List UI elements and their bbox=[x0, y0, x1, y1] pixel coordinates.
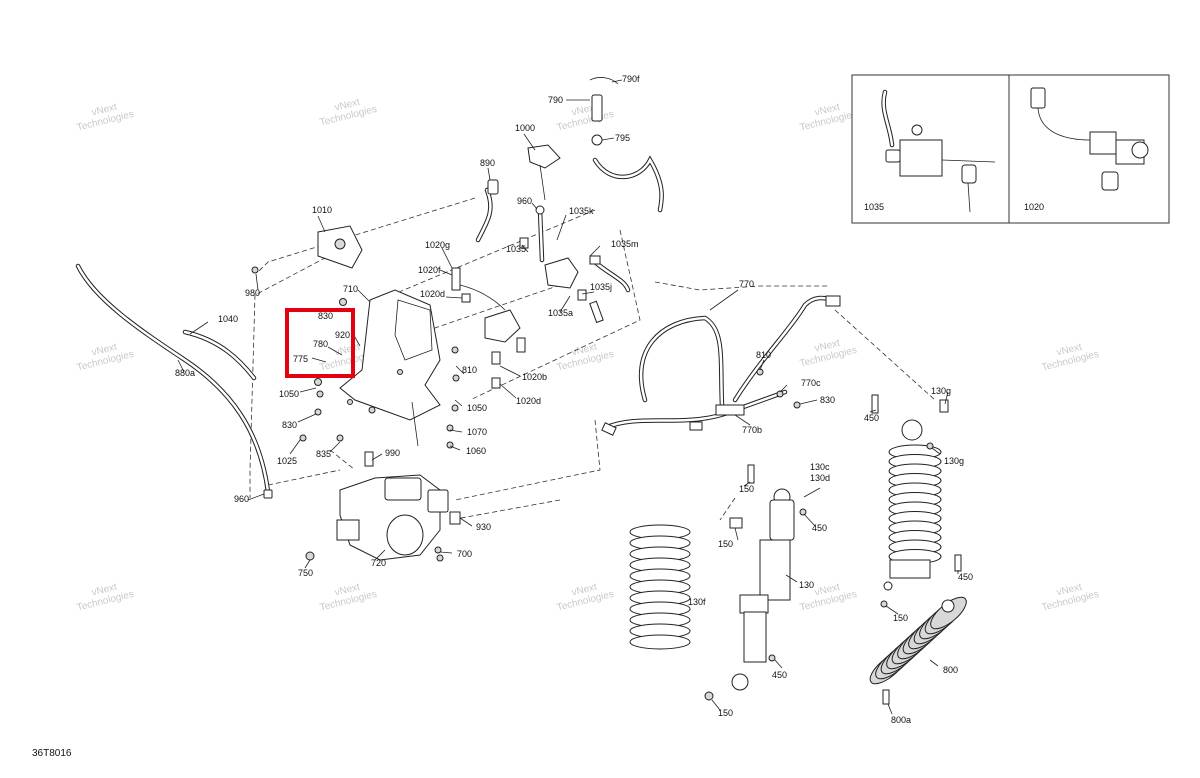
callout-label: 150 bbox=[718, 708, 733, 718]
callout-label: 1050 bbox=[467, 403, 487, 413]
callout-label: 1020f bbox=[418, 265, 441, 275]
valve-block-1035 bbox=[544, 257, 579, 289]
callout-label: 800a bbox=[891, 715, 911, 725]
callout-label: 1020b bbox=[522, 372, 547, 382]
callout-label: 130d bbox=[810, 473, 830, 483]
callout-label: 790 bbox=[548, 95, 563, 105]
callout-label: 1020d bbox=[420, 289, 445, 299]
callout-label: 450 bbox=[812, 523, 827, 533]
callout-label: 880a bbox=[175, 368, 195, 378]
callout-label: 1000 bbox=[515, 123, 535, 133]
coil-spring bbox=[888, 444, 942, 564]
callout-label: 1035 bbox=[506, 244, 526, 254]
solenoid-1020 bbox=[484, 309, 521, 343]
callout-label: 1035j bbox=[590, 282, 612, 292]
callout-label: 1035m bbox=[611, 239, 639, 249]
callout-label: 960 bbox=[517, 196, 532, 206]
callout-label: 1020d bbox=[516, 396, 541, 406]
callout-label: 1035 bbox=[864, 202, 884, 212]
callout-label: 450 bbox=[958, 572, 973, 582]
callout-label: 1040 bbox=[218, 314, 238, 324]
valve-block bbox=[899, 139, 943, 177]
callout-label: 930 bbox=[476, 522, 491, 532]
callout-label: 130f bbox=[688, 597, 706, 607]
connector-1020f bbox=[451, 267, 461, 291]
callout-label: 1035a bbox=[548, 308, 573, 318]
callout-label: 1035k bbox=[569, 206, 594, 216]
callout-label: 990 bbox=[385, 448, 400, 458]
callout-label: 1060 bbox=[466, 446, 486, 456]
callout-label: 960 bbox=[234, 494, 249, 504]
protector-800 bbox=[869, 596, 967, 685]
callout-label: 770c bbox=[801, 378, 821, 388]
inset-panels bbox=[851, 74, 1170, 224]
callout-label: 130g bbox=[944, 456, 964, 466]
sensor-790 bbox=[591, 94, 603, 122]
callout-label: 710 bbox=[343, 284, 358, 294]
highlight-box bbox=[285, 308, 355, 378]
callout-label: 700 bbox=[457, 549, 472, 559]
spring-130f bbox=[629, 524, 691, 650]
height-sensor-1000 bbox=[527, 144, 561, 169]
callout-label: 920 bbox=[335, 330, 350, 340]
callout-label: 835 bbox=[316, 449, 331, 459]
callout-label: 830 bbox=[318, 311, 333, 321]
callout-label: 150 bbox=[718, 539, 733, 549]
tee-fitting-770b bbox=[715, 404, 745, 416]
drawing-code: 36T8016 bbox=[32, 748, 72, 759]
callout-label: 450 bbox=[864, 413, 879, 423]
protector-ring bbox=[930, 596, 967, 630]
leader-lines bbox=[177, 79, 959, 715]
callout-label: 810 bbox=[462, 365, 477, 375]
callout-label: 130g bbox=[931, 386, 951, 396]
callout-label: 1020g bbox=[425, 240, 450, 250]
connector bbox=[1030, 87, 1046, 109]
callout-label: 800 bbox=[943, 665, 958, 675]
callout-label: 1020 bbox=[1024, 202, 1044, 212]
callout-label: 830 bbox=[820, 395, 835, 405]
callout-label: 770 bbox=[739, 279, 754, 289]
callout-label: 1050 bbox=[279, 389, 299, 399]
parts bbox=[251, 94, 967, 705]
callout-label: 1025 bbox=[277, 456, 297, 466]
solenoid bbox=[1089, 131, 1117, 155]
callout-label: 150 bbox=[739, 484, 754, 494]
callout-label: 980 bbox=[245, 288, 260, 298]
callout-label: 770b bbox=[742, 425, 762, 435]
reference-lines bbox=[249, 197, 936, 521]
callout-label: 450 bbox=[772, 670, 787, 680]
callout-label: 790f bbox=[622, 74, 640, 84]
callout-label: 150 bbox=[893, 613, 908, 623]
hoses bbox=[75, 77, 839, 495]
callout-label: 890 bbox=[480, 158, 495, 168]
callout-label: 830 bbox=[282, 420, 297, 430]
shock-absorber-130 bbox=[759, 539, 791, 601]
callout-label: 1070 bbox=[467, 427, 487, 437]
spring-coil bbox=[629, 634, 691, 650]
bracket-710 bbox=[339, 289, 441, 421]
callout-label: 720 bbox=[371, 558, 386, 568]
callout-label: 780 bbox=[313, 339, 328, 349]
callout-label: 1010 bbox=[312, 205, 332, 215]
callout-labels: 790f 790 795 1000 960 1035k 1035 1035m 1035j 1035… bbox=[175, 74, 1044, 725]
callout-label: 750 bbox=[298, 568, 313, 578]
callout-label: 130c bbox=[810, 462, 830, 472]
callout-label: 810 bbox=[756, 350, 771, 360]
callout-label: 130 bbox=[799, 580, 814, 590]
callout-label: 795 bbox=[615, 133, 630, 143]
callout-label: 775 bbox=[293, 354, 308, 364]
